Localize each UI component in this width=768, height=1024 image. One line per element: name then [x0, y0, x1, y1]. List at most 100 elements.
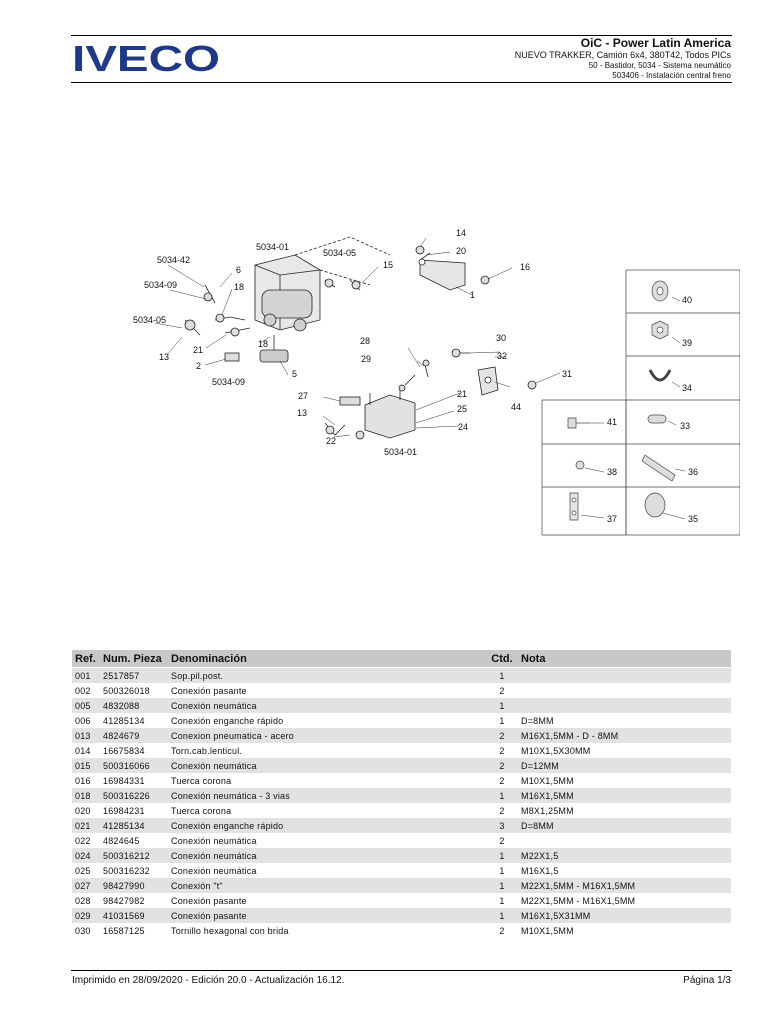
callout-2: 2 [196, 361, 201, 371]
group-line: 503406 - Instalación central freno [612, 71, 731, 80]
row-quantity: 1 [486, 908, 518, 923]
row-ref: 028 [75, 895, 91, 906]
row-note: M22X1,5 [518, 848, 731, 863]
row-part-number: 16675834 [103, 745, 145, 756]
row-part-number: 16984331 [103, 775, 145, 786]
row-description: Torn.cab.lenticul. [171, 745, 243, 756]
callout-24: 24 [458, 422, 468, 432]
row-note: M22X1,5MM - M16X1,5MM [518, 878, 731, 893]
callout-34: 34 [682, 383, 692, 393]
row-description: Tuerca corona [171, 775, 232, 786]
row-note [518, 833, 731, 848]
callout-31: 31 [562, 369, 572, 379]
row-ref: 016 [75, 775, 91, 786]
row-quantity: 1 [486, 848, 518, 863]
col-quantity: Ctd. [486, 650, 518, 668]
callout-18-top: 18 [234, 282, 244, 292]
callout-20: 20 [456, 246, 466, 256]
row-ref: 001 [72, 667, 100, 683]
row-ref: 002 [75, 685, 91, 696]
callout-5034-05-top: 5034-05 [323, 248, 356, 258]
row-ref: 024 [72, 848, 100, 863]
row-description: Conexión pasante [168, 908, 486, 923]
row-description: Conexión neumática [171, 835, 257, 846]
row-part-number: 41285134 [103, 715, 145, 726]
row-part-number: 16984231 [103, 805, 145, 816]
row-description: Conexión enganche rápido [168, 818, 486, 833]
row-ref: 018 [72, 788, 100, 803]
callout-14: 14 [456, 228, 466, 238]
callout-35: 35 [688, 514, 698, 524]
row-part-number: 98427990 [100, 878, 168, 893]
callout-28: 28 [360, 336, 370, 346]
row-part-number: 4824679 [100, 728, 168, 743]
header-bottom-rule [71, 82, 732, 83]
row-description: Sop.pil.post. [168, 667, 486, 683]
row-part-number: 500316232 [103, 865, 150, 876]
row-note: M16X1,5MM - D - 8MM [518, 728, 731, 743]
row-note: M8X1,25MM [521, 805, 574, 816]
row-description: Conexión neumática [168, 698, 486, 713]
exploded-parts-diagram: 14 20 16 15 5034-01 5034-05 5034-42 6 18… [120, 225, 740, 550]
col-description: Denominación [168, 650, 486, 668]
row-note: M22X1,5MM - M16X1,5MM [521, 895, 636, 906]
vehicle-line: NUEVO TRAKKER, Camión 6x4, 380T42, Todos… [514, 50, 731, 60]
row-ref: 022 [75, 835, 91, 846]
row-description: Conexión pasante [171, 685, 247, 696]
row-quantity: 2 [499, 745, 505, 756]
row-part-number: 500316226 [100, 788, 168, 803]
callout-16: 16 [520, 262, 530, 272]
row-note: D=8MM [521, 715, 554, 726]
row-ref: 029 [72, 908, 100, 923]
system-line: 50 - Bastidor, 5034 - Sistema neumático [588, 61, 731, 70]
row-note: D=12MM [518, 758, 731, 773]
row-quantity: 2 [499, 775, 505, 786]
row-quantity: 1 [499, 895, 505, 906]
callout-39: 39 [682, 338, 692, 348]
row-quantity: 2 [499, 835, 505, 846]
row-quantity: 3 [486, 818, 518, 833]
row-quantity: 1 [486, 667, 518, 683]
row-quantity: 1 [486, 788, 518, 803]
row-part-number: 16587125 [103, 925, 145, 936]
callout-41: 41 [607, 417, 617, 427]
table-header-row: Ref. Num. Pieza Denominación Ctd. Nota [72, 650, 731, 668]
row-description: Conexión pasante [171, 895, 247, 906]
row-part-number: 500316212 [100, 848, 168, 863]
row-note: M10X1,5MM [521, 775, 574, 786]
col-note: Nota [518, 650, 731, 668]
row-description: Conexión neumática [168, 758, 486, 773]
row-note: M16X1,5X31MM [518, 908, 731, 923]
callout-21-right: 21 [457, 389, 467, 399]
row-description: Conexion pneumatica - acero [168, 728, 486, 743]
row-ref: 030 [75, 925, 91, 936]
row-ref: 021 [72, 818, 100, 833]
callout-5034-01-top: 5034-01 [256, 242, 289, 252]
row-ref: 006 [75, 715, 91, 726]
print-info: Imprimido en 28/09/2020 - Edición 20.0 -… [72, 975, 345, 986]
logo-text: IVECO [72, 42, 220, 74]
document-title: OiC - Power Latin America [580, 36, 731, 50]
row-description: Conexión "t" [168, 878, 486, 893]
row-part-number: 4824645 [103, 835, 140, 846]
col-ref: Ref. [72, 650, 100, 668]
row-note [518, 667, 731, 683]
iveco-logo: IVECO [72, 42, 220, 74]
callout-13-left: 13 [159, 352, 169, 362]
callout-32: 32 [497, 351, 507, 361]
footer-rule [71, 970, 732, 971]
row-description: Conexión neumática [171, 865, 257, 876]
row-quantity: 2 [499, 805, 505, 816]
callout-13-right: 13 [297, 408, 307, 418]
row-quantity: 1 [486, 698, 518, 713]
row-note: M10X1,5MM [521, 925, 574, 936]
